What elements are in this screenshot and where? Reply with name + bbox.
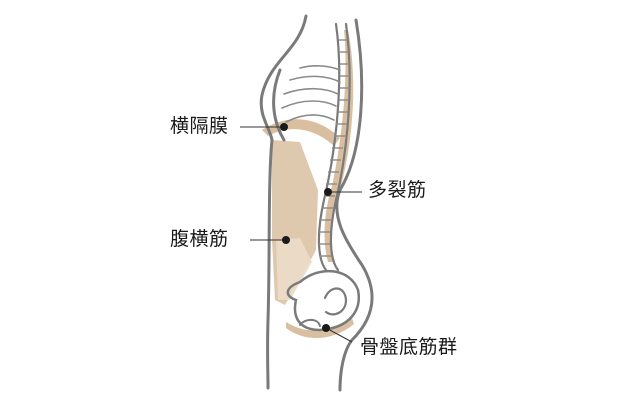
transversus-marker (282, 236, 290, 244)
label-diaphragm: 横隔膜 (170, 115, 229, 137)
pelvic-floor-leader (325, 327, 353, 343)
label-transversus-abdominis: 腹横筋 (170, 228, 229, 250)
pelvic-floor-shape (286, 318, 354, 339)
diaphragm-marker (280, 123, 288, 131)
multifidus-marker (324, 188, 332, 196)
label-pelvic-floor: 骨盤底筋群 (360, 336, 458, 358)
label-multifidus: 多裂筋 (368, 179, 427, 201)
pelvic-floor-marker (322, 324, 330, 332)
